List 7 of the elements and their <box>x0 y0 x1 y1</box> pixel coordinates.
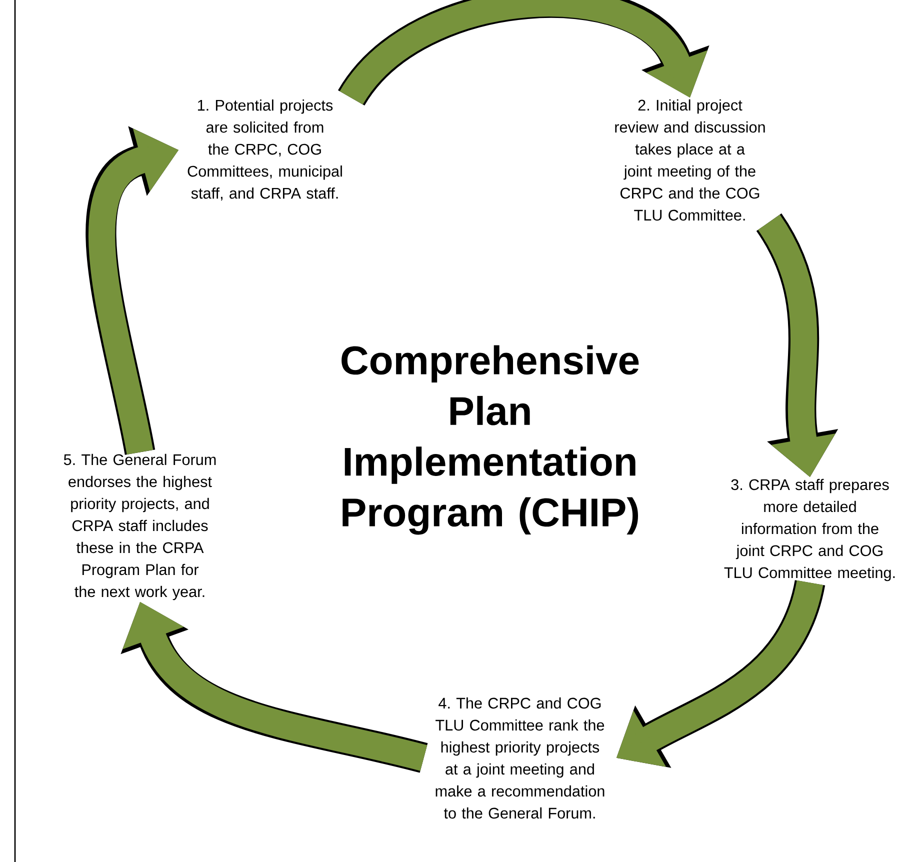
step-text: 4. The CRPC and COG TLU Committee rank the highest priority projects at a joint meeting and make a recommendation to the General Forum. <box>436 697 604 819</box>
step-text: 2. Initial project review and discussion takes place at a joint meeting of the CRPC and the COG TLU Committee. <box>615 99 765 221</box>
title: Comprehensive Plan Implementation Program (CHIP) <box>342 345 639 535</box>
step-text: 1. Potential projects are solicited from the CRPC, COG Committees, municipal staff, and CRPA staff. <box>188 99 342 201</box>
step-text: 3. CRPA staff prepares more detailed information from the joint CRPC and COG TLU Committee meeting. <box>724 478 895 582</box>
curved-arrow <box>338 0 710 107</box>
step-text: 5. The General Forum endorses the highest priority projects, and CRPA staff includes these in the CRPA Program Plan for the next work year. <box>64 454 216 600</box>
